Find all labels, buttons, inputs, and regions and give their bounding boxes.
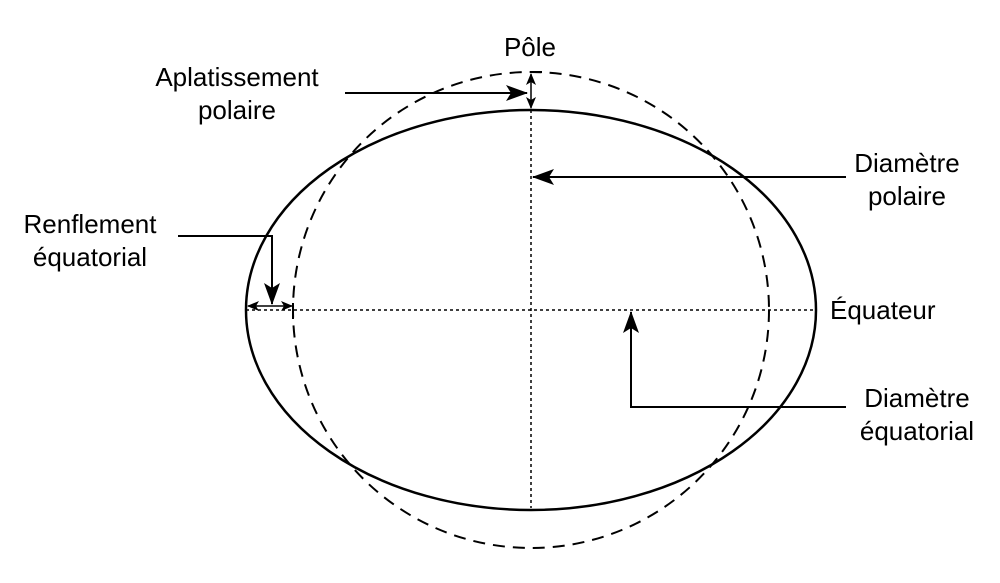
label-diametre-equatorial-2: équatorial: [860, 416, 974, 446]
label-diametre-polaire-1: Diamètre: [854, 148, 959, 178]
label-diametre-equatorial-1: Diamètre: [864, 383, 969, 413]
label-aplatissement-2: polaire: [198, 95, 276, 125]
label-aplatissement-1: Aplatissement: [155, 62, 319, 92]
label-renflement-2: équatorial: [33, 242, 147, 272]
renflement-leader: [178, 235, 280, 305]
label-equateur: Équateur: [830, 295, 936, 325]
diametre-equatorial-leader: [623, 311, 846, 408]
label-pole: Pôle: [504, 32, 556, 62]
label-diametre-polaire-2: polaire: [868, 181, 946, 211]
label-renflement-1: Renflement: [24, 209, 158, 239]
